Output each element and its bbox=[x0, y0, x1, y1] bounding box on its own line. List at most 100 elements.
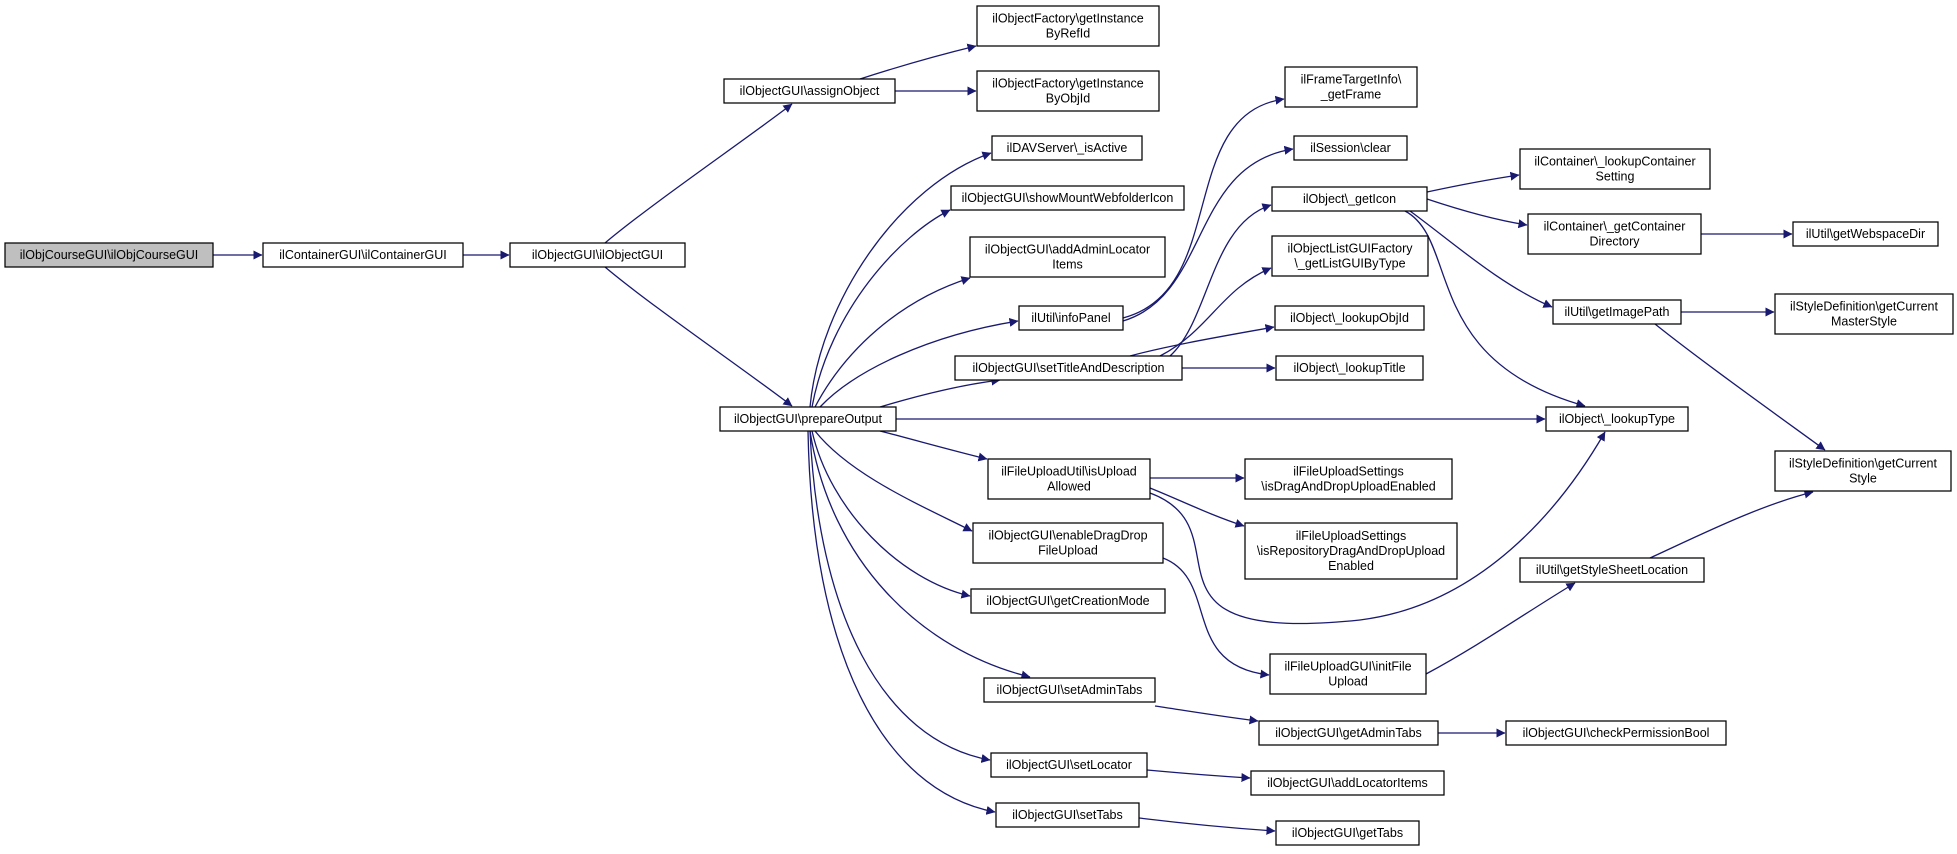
node-label: ilFileUploadGUI\initFile bbox=[1284, 660, 1411, 674]
node-label: ilObjectGUI\showMountWebfolderIcon bbox=[962, 191, 1174, 205]
function-node-n10[interactable]: ilUtil\infoPanel bbox=[1018, 305, 1124, 331]
function-node-n14[interactable]: ilObjectGUI\getCreationMode bbox=[970, 588, 1166, 614]
function-node-n28[interactable]: ilObjectGUI\getAdminTabs bbox=[1258, 720, 1439, 746]
node-box bbox=[1519, 557, 1705, 583]
call-edge-n34-n38 bbox=[1649, 489, 1814, 559]
function-node-n29[interactable]: ilObjectGUI\addLocatorItems bbox=[1250, 770, 1445, 796]
node-box bbox=[1258, 720, 1439, 746]
node-label: ilFrameTargetInfo\ bbox=[1301, 73, 1402, 87]
node-box bbox=[1244, 458, 1453, 500]
node-label: ilObjectGUI\ilObjectGUI bbox=[532, 248, 663, 262]
call-edge-n20-n33 bbox=[1409, 210, 1553, 308]
node-label: ilUtil\getStyleSheetLocation bbox=[1536, 563, 1688, 577]
node-box bbox=[1018, 305, 1124, 331]
call-edge-line bbox=[814, 430, 973, 532]
call-edge-line bbox=[1159, 267, 1272, 357]
function-node-n19[interactable]: ilSession\clear bbox=[1293, 135, 1408, 161]
node-label: ilSession\clear bbox=[1310, 141, 1391, 155]
call-edge-n11-n22 bbox=[1129, 324, 1275, 357]
call-edge-line bbox=[1149, 487, 1245, 528]
node-label: Setting bbox=[1596, 170, 1635, 184]
function-node-n24[interactable]: ilObject\_lookupType bbox=[1545, 406, 1689, 432]
function-node-n34[interactable]: ilUtil\getStyleSheetLocation bbox=[1519, 557, 1705, 583]
node-box bbox=[1275, 355, 1424, 381]
node-box bbox=[1274, 305, 1425, 331]
node-label: ilObjectGUI\assignObject bbox=[740, 84, 880, 98]
function-node-n33[interactable]: ilUtil\getImagePath bbox=[1552, 299, 1682, 325]
node-label: _getFrame bbox=[1320, 88, 1381, 102]
call-edge-line bbox=[1409, 210, 1553, 308]
function-node-n3[interactable]: ilObjectGUI\assignObject bbox=[723, 78, 896, 104]
function-node-n36[interactable]: ilUtil\getWebspaceDir bbox=[1792, 221, 1939, 247]
function-node-n4[interactable]: ilObjectGUI\prepareOutput bbox=[719, 406, 897, 432]
call-edge-n2-n4 bbox=[604, 266, 793, 407]
node-label: ilFileUploadSettings bbox=[1296, 529, 1406, 543]
function-node-n2[interactable]: ilObjectGUI\ilObjectGUI bbox=[509, 242, 686, 268]
node-label: ilObjectFactory\getInstance bbox=[992, 12, 1144, 26]
call-edge-line bbox=[879, 376, 1001, 408]
call-edge-line bbox=[859, 43, 977, 80]
function-node-n17[interactable]: ilObjectGUI\setTabs bbox=[995, 802, 1140, 828]
function-node-n26[interactable]: ilFileUploadSettings\isRepositoryDragAnd… bbox=[1244, 522, 1458, 580]
node-box bbox=[1774, 293, 1954, 335]
function-node-n0[interactable]: ilObjCourseGUI\ilObjCourseGUI bbox=[4, 242, 214, 268]
function-node-n35[interactable]: ilObjectGUI\checkPermissionBool bbox=[1505, 720, 1727, 746]
node-label: ilObjectGUI\setAdminTabs bbox=[997, 683, 1143, 697]
function-node-n18[interactable]: ilFrameTargetInfo\_getFrame bbox=[1284, 66, 1418, 108]
function-node-n16[interactable]: ilObjectGUI\setLocator bbox=[990, 752, 1148, 778]
node-box bbox=[1774, 450, 1952, 492]
node-label: ilObjectGUI\checkPermissionBool bbox=[1523, 726, 1710, 740]
node-box bbox=[1519, 148, 1711, 190]
function-node-n22[interactable]: ilObject\_lookupObjId bbox=[1274, 305, 1425, 331]
function-node-n7[interactable]: ilDAVServer\_isActive bbox=[991, 135, 1143, 161]
function-node-n25[interactable]: ilFileUploadSettings\isDragAndDropUpload… bbox=[1244, 458, 1453, 500]
node-box bbox=[990, 752, 1148, 778]
node-box bbox=[4, 242, 214, 268]
node-box bbox=[1792, 221, 1939, 247]
node-label: ilDAVServer\_isActive bbox=[1007, 141, 1128, 155]
node-label: ilUtil\infoPanel bbox=[1031, 311, 1110, 325]
node-box bbox=[262, 242, 464, 268]
function-node-n21[interactable]: ilObjectListGUIFactory\_getListGUIByType bbox=[1271, 235, 1429, 277]
node-box bbox=[1505, 720, 1727, 746]
call-edge-line bbox=[811, 209, 951, 408]
node-label: ilObjectGUI\getAdminTabs bbox=[1275, 726, 1422, 740]
node-box bbox=[1271, 235, 1429, 277]
call-edge-n4-n7 bbox=[809, 151, 992, 408]
call-edge-n4-n13 bbox=[814, 430, 973, 532]
node-label: Upload bbox=[1328, 675, 1368, 689]
node-box bbox=[976, 5, 1160, 47]
call-edge-line bbox=[1169, 203, 1272, 357]
function-node-n8[interactable]: ilObjectGUI\showMountWebfolderIcon bbox=[950, 185, 1185, 211]
node-label: ilObjectGUI\addAdminLocator bbox=[985, 243, 1150, 257]
function-node-n11[interactable]: ilObjectGUI\setTitleAndDescription bbox=[954, 355, 1183, 381]
nodes-layer: ilObjCourseGUI\ilObjCourseGUI ilContainer… bbox=[4, 5, 1954, 846]
call-edge-n15-n28 bbox=[1154, 705, 1259, 725]
call-edge-n4-n14 bbox=[811, 430, 971, 599]
function-node-n15[interactable]: ilObjectGUI\setAdminTabs bbox=[983, 677, 1156, 703]
node-box bbox=[995, 802, 1140, 828]
node-label: ilObject\_lookupTitle bbox=[1293, 361, 1405, 375]
call-edge-n11-n21 bbox=[1159, 267, 1272, 357]
node-box bbox=[1250, 770, 1445, 796]
node-label: ilContainer\_getContainer bbox=[1544, 220, 1686, 234]
call-edge-line bbox=[1129, 324, 1275, 357]
function-node-n1[interactable]: ilContainerGUI\ilContainerGUI bbox=[262, 242, 464, 268]
call-edge-line bbox=[1162, 557, 1270, 679]
function-node-n20[interactable]: ilObject\_getIcon bbox=[1271, 186, 1428, 212]
function-node-n23[interactable]: ilObject\_lookupTitle bbox=[1275, 355, 1424, 381]
node-label: ByRefId bbox=[1046, 27, 1091, 41]
function-node-n30[interactable]: ilObjectGUI\getTabs bbox=[1275, 820, 1420, 846]
node-label: ilStyleDefinition\getCurrent bbox=[1789, 457, 1938, 471]
call-edge-line bbox=[879, 430, 988, 462]
